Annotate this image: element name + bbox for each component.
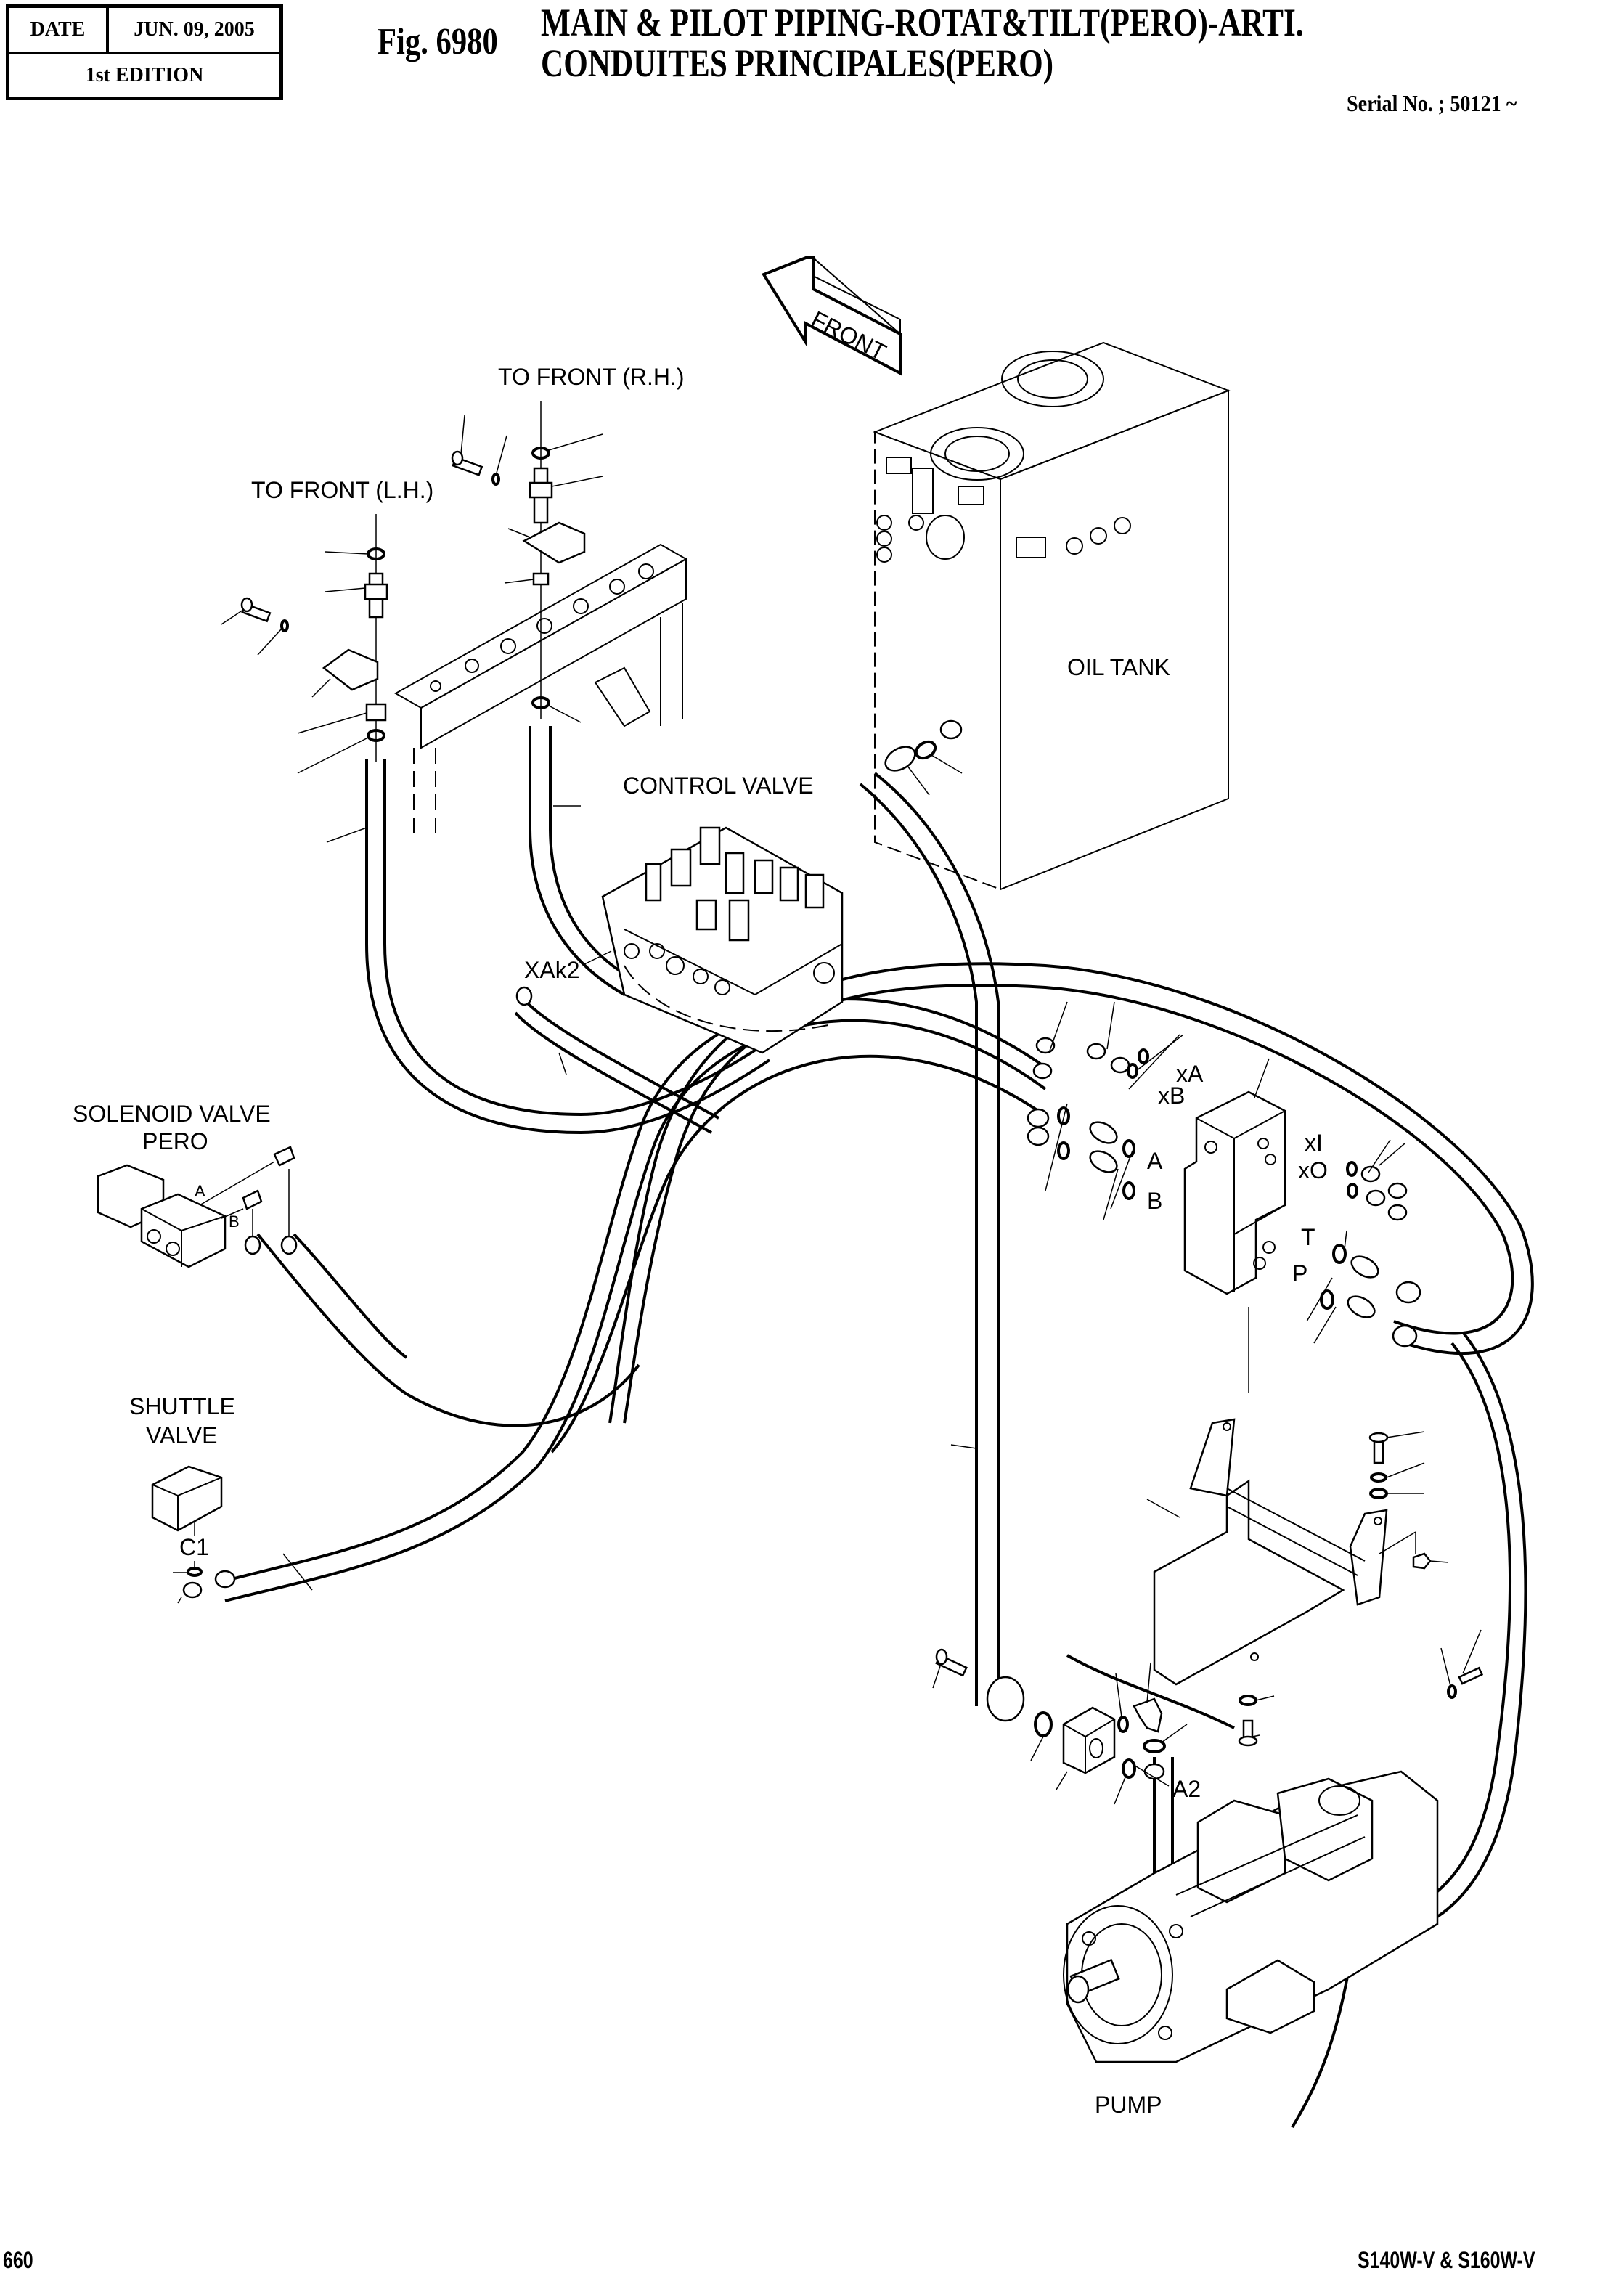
port-b-label: B (1147, 1188, 1162, 1214)
shuttle-valve-label-line2: VALVE (146, 1422, 217, 1448)
port-xo-label: xO (1298, 1157, 1328, 1183)
edition-label: 1st EDITION (85, 64, 204, 86)
port-t-label: T (1301, 1224, 1315, 1250)
to-front-rh-label: TO FRONT (R.H.) (498, 364, 685, 390)
port-a-label: A (1147, 1148, 1163, 1174)
rh-fitting-stack (451, 401, 603, 723)
figure-number: Fig. 6980 (378, 21, 498, 62)
port-xb-label: xB (1158, 1083, 1185, 1109)
pump-flange-assembly: A2 (932, 1648, 1275, 1805)
port-a2-label: A2 (1172, 1776, 1201, 1802)
solenoid-valve-label-line1: SOLENOID VALVE (73, 1101, 271, 1127)
oil-tank-label: OIL TANK (1067, 654, 1170, 680)
date-value: JUN. 09, 2005 (134, 18, 255, 41)
solenoid-valve: SOLENOID VALVE PERO A B (73, 1101, 298, 1268)
bolt-icon (451, 450, 483, 476)
port-xi-label: xI (1305, 1130, 1323, 1156)
shuttle-port-c1-label: C1 (179, 1534, 209, 1560)
solenoid-valve-label-line2: PERO (142, 1128, 208, 1154)
date-label: DATE (9, 8, 109, 52)
date-row: DATE JUN. 09, 2005 (9, 8, 279, 54)
shuttle-valve: SHUTTLE VALVE C1 (129, 1393, 236, 1604)
control-valve: CONTROL VALVE XAk2 (515, 772, 844, 1054)
oil-tank: OIL TANK (873, 341, 1231, 891)
serial-number: Serial No. ; 50121 ~ (1347, 90, 1517, 116)
mounting-bracket (393, 543, 688, 835)
xak2-port-label: XAk2 (524, 957, 579, 983)
port-xa-label: xA (1176, 1061, 1204, 1087)
pump-label: PUMP (1095, 2092, 1162, 2118)
tank-fitting (884, 719, 963, 796)
control-valve-label: CONTROL VALVE (623, 772, 814, 799)
to-front-lh-label: TO FRONT (L.H.) (251, 477, 433, 503)
solenoid-port-b-label: B (229, 1212, 240, 1231)
lh-fitting-stack (221, 514, 388, 774)
page-title-line1: MAIN & PILOT PIPING-ROTAT&TILT(PERO)-ART… (541, 1, 1304, 44)
support-bracket (1146, 1418, 1484, 1699)
shuttle-valve-label-line1: SHUTTLE (129, 1393, 235, 1419)
pump: PUMP (1063, 1770, 1439, 2118)
page-number: 660 (3, 2247, 33, 2273)
hose-lines (217, 726, 1534, 2129)
port-p-label: P (1292, 1260, 1307, 1287)
page-title-line2: CONDUITES PRINCIPALES(PERO) (541, 41, 1054, 85)
date-edition-box: DATE JUN. 09, 2005 1st EDITION (6, 4, 283, 100)
machine-models: S140W-V & S160W-V (1358, 2247, 1535, 2273)
solenoid-port-a-label: A (195, 1182, 205, 1200)
front-arrow-icon: FRONT (762, 256, 902, 376)
bolt-icon (240, 597, 272, 623)
pero-valve-block: xA xB A B xI xO T P (1027, 1001, 1421, 1393)
